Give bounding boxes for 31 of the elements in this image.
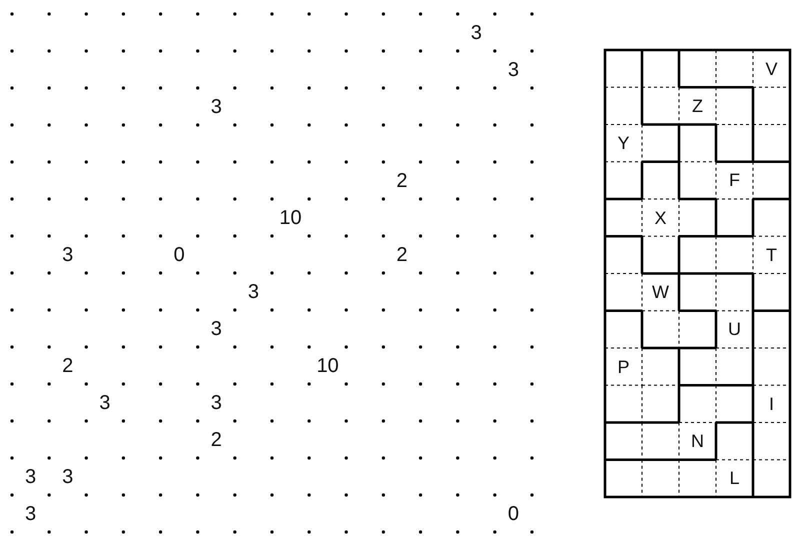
clue-number: 2	[210, 428, 222, 450]
piece-letter: I	[769, 392, 774, 415]
clue-number: 3	[210, 318, 222, 340]
clue-number: 3	[62, 244, 74, 266]
piece-letter: T	[766, 244, 777, 266]
clue-number: 3	[210, 96, 222, 118]
piece-letter: V	[766, 58, 778, 80]
clue-number: 0	[174, 244, 185, 266]
piece-letter: N	[691, 430, 704, 452]
piece-letter: Y	[618, 132, 630, 154]
clue-number: 10	[316, 354, 339, 376]
piece-letter: Z	[692, 94, 703, 117]
clue-number: 2	[396, 244, 408, 266]
clue-number: 2	[62, 354, 74, 376]
clue-number: 3	[470, 22, 482, 44]
clue-number: 2	[396, 170, 408, 192]
piece-letter: F	[729, 169, 740, 192]
clue-number: 3	[25, 502, 36, 524]
clue-number: 3	[210, 392, 222, 414]
clue-number: 3	[248, 280, 259, 302]
piece-letter: L	[730, 467, 740, 490]
clue-number: 10	[279, 206, 302, 228]
piece-letter: U	[728, 318, 741, 340]
piece-letter: W	[652, 281, 669, 304]
clue-number: 3	[99, 392, 110, 414]
clue-number: 3	[62, 466, 74, 488]
clue-number: 3	[508, 58, 519, 80]
piece-letter: P	[618, 356, 630, 378]
piece-letter: X	[654, 206, 666, 229]
clue-number: 0	[508, 502, 519, 524]
clue-number: 3	[25, 466, 36, 488]
